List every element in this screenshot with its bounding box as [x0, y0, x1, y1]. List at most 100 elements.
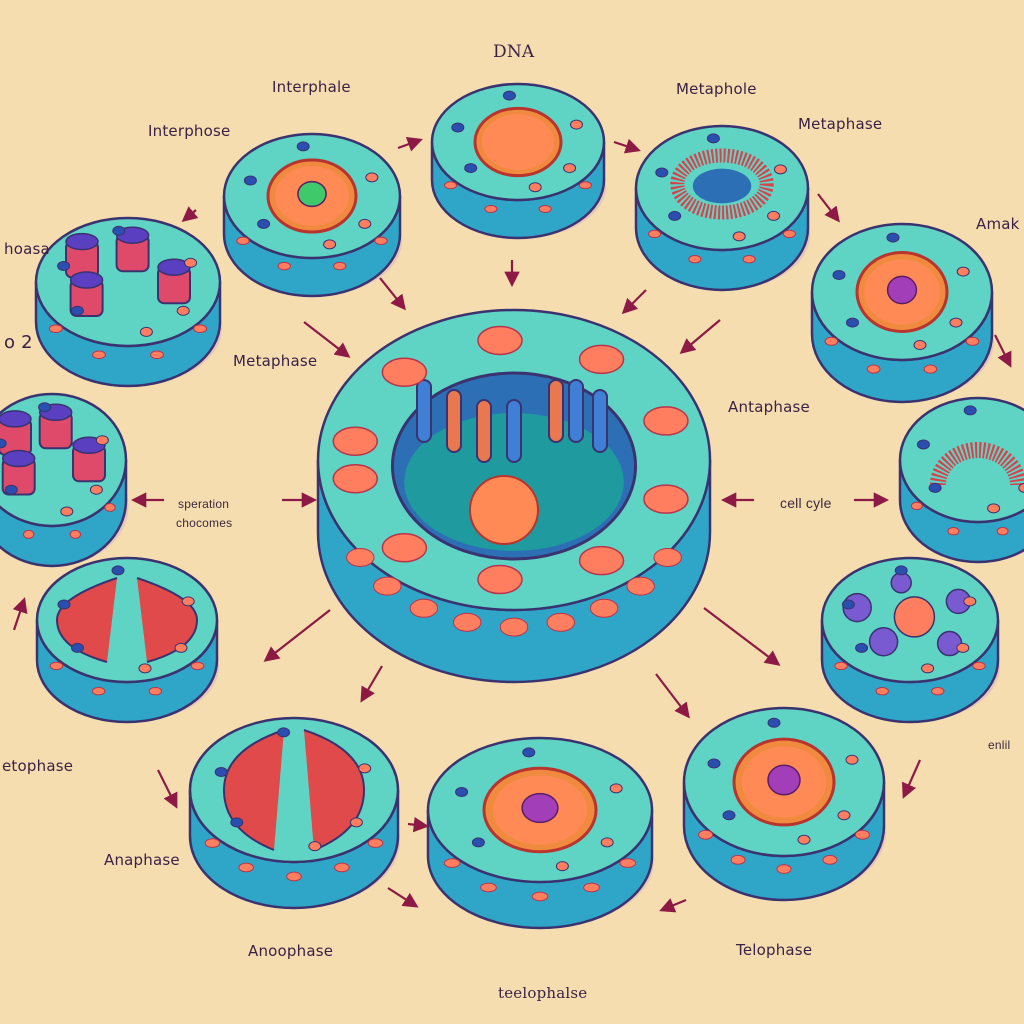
- organelle: [323, 239, 337, 250]
- label-two: o 2: [4, 332, 33, 353]
- organelle: [89, 484, 103, 495]
- organelle: [949, 317, 963, 328]
- arrow: [621, 289, 647, 315]
- side-vesicle: [148, 686, 163, 696]
- organelle: [230, 817, 244, 828]
- organelle: [60, 506, 74, 517]
- organelle: [70, 305, 84, 316]
- organelle: [569, 119, 583, 130]
- organelle: [732, 231, 746, 242]
- arrow: [901, 759, 922, 799]
- cell-anaphase-bottom: [188, 716, 400, 910]
- organelle: [455, 787, 469, 797]
- side-vesicle: [824, 336, 839, 346]
- arrow: [379, 277, 406, 311]
- side-vesicle: [480, 882, 497, 893]
- chromosome: [592, 389, 608, 453]
- label-interphale: Interphale: [272, 78, 351, 96]
- side-vesicle: [443, 858, 461, 868]
- organelle: [773, 164, 787, 175]
- organelle: [841, 599, 855, 610]
- organelle: [956, 642, 970, 653]
- rim-organelle: [477, 325, 523, 356]
- centrosome: [469, 475, 539, 545]
- side-vesicle: [150, 350, 164, 360]
- side-vesicle: [578, 181, 592, 190]
- arrow: [679, 319, 721, 354]
- side-vesicle: [910, 501, 923, 511]
- side-vesicle: [238, 862, 254, 873]
- label-metaphase-top-right: Metaphase: [798, 115, 883, 133]
- organelle: [214, 767, 228, 777]
- organelle: [837, 810, 851, 821]
- arrow: [303, 321, 351, 358]
- label-phoasa: hoasa: [4, 240, 50, 258]
- nucleolus: [767, 764, 801, 796]
- label-amak: Amak: [976, 215, 1020, 233]
- side-vesicle: [333, 261, 347, 271]
- organelle: [296, 141, 310, 152]
- organelle: [181, 596, 195, 607]
- cell-dna: [430, 82, 607, 240]
- organelle: [928, 482, 942, 493]
- rim-organelle: [643, 484, 689, 514]
- organelle: [845, 754, 859, 765]
- organelle: [600, 837, 614, 848]
- rim-organelle: [477, 564, 523, 595]
- side-vesicle: [204, 838, 221, 848]
- drum-top: [65, 232, 99, 251]
- organelle: [57, 599, 71, 610]
- side-vesicle: [688, 254, 702, 264]
- side-vesicle: [822, 854, 838, 865]
- organelle: [174, 642, 188, 653]
- organelle: [555, 861, 569, 872]
- vesicle: [890, 572, 912, 594]
- arrow: [157, 769, 178, 809]
- organelle: [243, 175, 257, 186]
- rim-organelle: [381, 533, 428, 563]
- organelle: [855, 642, 869, 653]
- organelle: [886, 232, 900, 243]
- cell-telophase-bottom: [426, 736, 654, 930]
- drum-top: [69, 271, 104, 289]
- organelle: [1018, 482, 1024, 493]
- label-cell-cyle: cell cyle: [780, 495, 832, 511]
- side-vesicle: [48, 324, 63, 334]
- cell-chromosomes-top-left: [34, 216, 223, 388]
- drum-top: [0, 410, 32, 428]
- organelle: [894, 565, 908, 576]
- side-vesicle: [698, 829, 714, 840]
- cell-vesicles: [820, 556, 1001, 724]
- arrow: [12, 597, 28, 631]
- side-vesicle: [589, 598, 619, 618]
- side-vesicle: [546, 612, 576, 632]
- ring-center: [692, 168, 752, 204]
- nucleolus: [521, 792, 559, 824]
- cell-metaphase-ring: [634, 124, 811, 292]
- organelle: [706, 133, 720, 144]
- arrow: [263, 609, 331, 662]
- side-vesicle: [444, 181, 458, 190]
- organelle: [451, 122, 465, 133]
- side-vesicle: [538, 204, 552, 213]
- organelle: [655, 167, 669, 178]
- vesicle: [868, 626, 899, 657]
- drum-top: [1, 449, 36, 468]
- side-vesicle: [367, 838, 384, 848]
- organelle: [956, 266, 970, 277]
- side-vesicle: [996, 526, 1009, 536]
- organelle: [71, 642, 84, 653]
- side-vesicle: [484, 204, 498, 213]
- side-vesicle: [972, 661, 986, 671]
- cell-center: [316, 308, 712, 684]
- side-vesicle: [373, 576, 402, 596]
- organelle: [57, 261, 71, 271]
- cell-anaphase-right: [898, 396, 1024, 564]
- cell-interphase: [222, 132, 403, 298]
- side-vesicle: [947, 526, 960, 536]
- organelle: [913, 340, 927, 351]
- label-anaphase: Anaphase: [104, 851, 180, 869]
- vesicle: [893, 596, 936, 638]
- rim-organelle: [578, 344, 625, 375]
